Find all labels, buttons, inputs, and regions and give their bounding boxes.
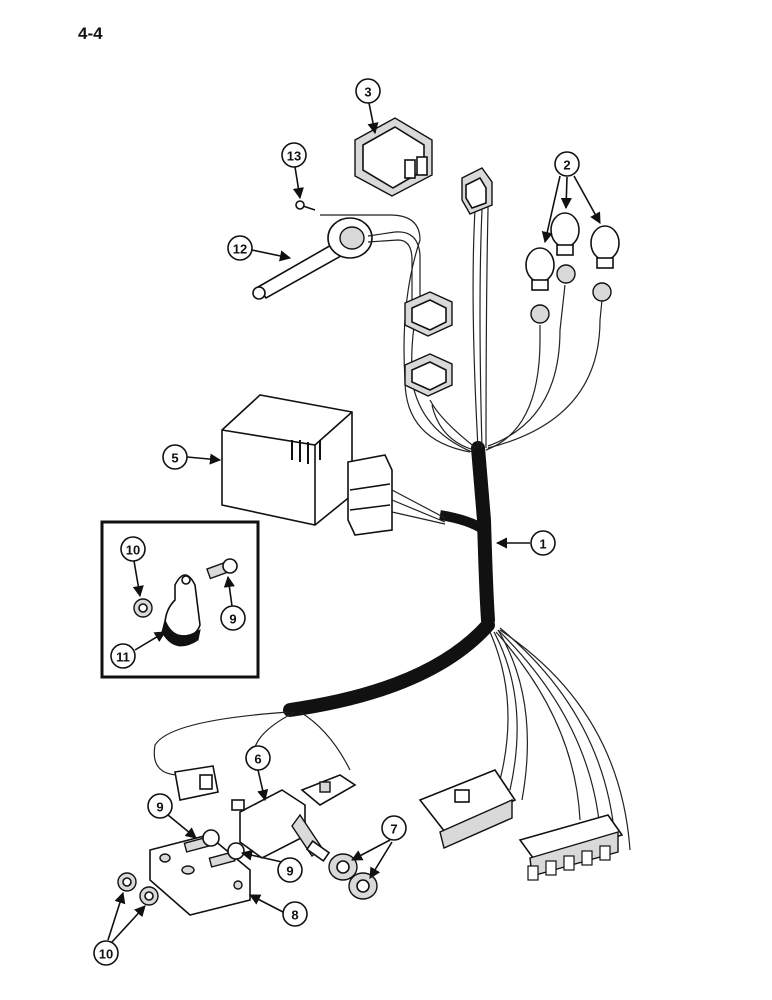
callout-5-label: 5 (171, 451, 178, 466)
callout-10-inset: 10 (120, 536, 146, 598)
callout-3: 3 (355, 78, 381, 135)
callout-9-bracket-right: 9 (240, 849, 303, 883)
page-number: 4-4 (78, 24, 103, 43)
connector-lower-left (174, 765, 219, 801)
callout-9c-label: 9 (229, 612, 236, 627)
connector-block-mid (347, 454, 446, 536)
callout-8-label: 8 (291, 908, 298, 923)
callout-8: 8 (249, 894, 308, 927)
sensor-part-12 (252, 217, 421, 300)
switch-part-3 (354, 117, 433, 197)
callout-11-label: 11 (116, 650, 130, 665)
callout-7-label: 7 (390, 822, 397, 837)
callout-9a-label: 9 (156, 800, 163, 815)
callout-3-label: 3 (364, 85, 371, 100)
screws-part-9 (183, 829, 245, 868)
nuts-part-7 (328, 853, 378, 900)
callout-13-label: 13 (287, 149, 301, 164)
connector-upper-right (461, 167, 493, 215)
callout-2-label: 2 (563, 158, 570, 173)
callout-10a-label: 10 (126, 543, 140, 558)
callout-12-label: 12 (233, 242, 247, 257)
callout-1-label: 1 (539, 537, 546, 552)
nuts-part-10 (117, 872, 159, 906)
callout-9-bracket-left: 9 (147, 793, 197, 839)
connector-pair-upper (404, 291, 453, 397)
callout-9b-label: 9 (286, 864, 293, 879)
lower-wires (153, 627, 631, 851)
callout-11: 11 (110, 631, 166, 669)
harness-trunk (283, 441, 495, 717)
connector-lower-right-b (518, 814, 624, 881)
callout-5: 5 (162, 444, 222, 470)
callout-12: 12 (227, 235, 292, 262)
inset-detail-box (100, 520, 260, 679)
callout-10-lower: 10 (93, 891, 146, 966)
callout-13: 13 (281, 142, 307, 200)
callout-2: 2 (541, 151, 601, 244)
callout-6: 6 (245, 745, 271, 802)
screw-part-13 (295, 200, 316, 211)
callout-10b-label: 10 (99, 947, 113, 962)
connector-lower-right-a (418, 769, 517, 849)
callout-1: 1 (495, 530, 556, 556)
callout-9-inset: 9 (220, 575, 246, 631)
bulbs-part-2 (525, 212, 620, 324)
callout-7: 7 (351, 815, 407, 879)
switch-part-6 (231, 789, 331, 862)
callout-6-label: 6 (254, 752, 261, 767)
relay-box-part-5 (221, 394, 353, 526)
connector-lower-mid (300, 774, 357, 806)
